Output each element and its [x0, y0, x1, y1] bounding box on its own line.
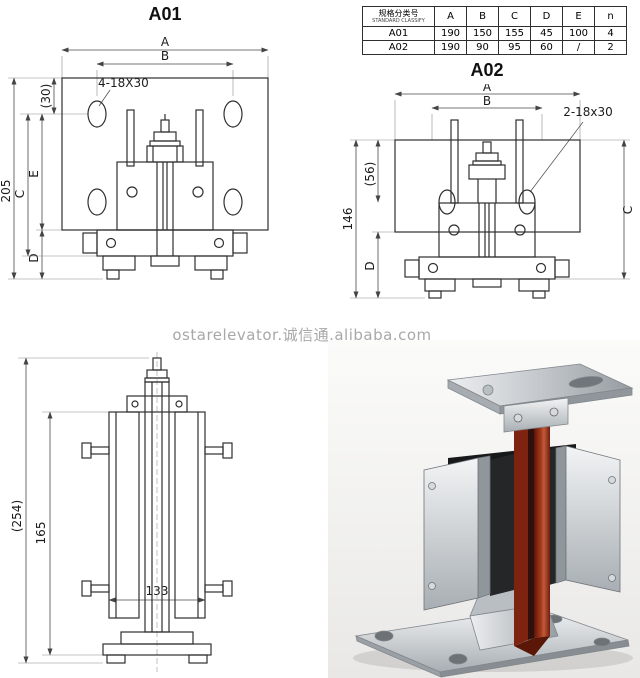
spec-header-en: STANDARD CLASSIFY — [372, 18, 425, 24]
spec-cell: 60 — [530, 40, 563, 55]
svg-text:(56): (56) — [363, 162, 377, 187]
spec-cell: / — [562, 40, 595, 55]
spec-header-C: C — [498, 6, 531, 27]
drawing-a02-title: A02 — [470, 60, 504, 80]
spec-cell: 45 — [530, 26, 563, 41]
spec-row-a02: A02 190 90 95 60 / 2 — [362, 40, 627, 55]
product-photo — [328, 340, 640, 678]
spec-cell: 100 — [562, 26, 595, 41]
svg-text:C: C — [13, 190, 27, 198]
spec-table-header-row: 规格分类号 STANDARD CLASSIFY A B C D E n — [362, 6, 627, 27]
a02-dimensions: A B 2-18x30 (56) 146 D C — [341, 84, 635, 299]
drawing-a01: A B 4-18X30 205 C E D (30) — [0, 35, 269, 280]
a01-dimensions: A B 4-18X30 205 C E D (30) — [0, 35, 269, 280]
a02-part-outline — [394, 119, 581, 299]
drawing-a01-title: A01 — [148, 4, 182, 24]
svg-text:146: 146 — [341, 208, 355, 231]
drawing-side: (254) 165 133 — [10, 352, 233, 672]
drawing-a02: A B 2-18x30 (56) 146 D C — [341, 84, 635, 299]
svg-text:(254): (254) — [10, 500, 24, 532]
spec-cell: 4 — [594, 26, 627, 41]
svg-text:D: D — [27, 253, 41, 262]
spec-header-n: n — [594, 6, 627, 27]
svg-text:165: 165 — [34, 522, 48, 545]
guide-shoe-red-insert — [514, 393, 550, 656]
spec-row-a01: A01 190 150 155 45 100 4 — [362, 26, 627, 41]
spec-header-model: 规格分类号 STANDARD CLASSIFY — [362, 6, 435, 27]
svg-text:C: C — [621, 206, 635, 214]
spec-cell: 95 — [498, 40, 531, 55]
watermark: ostarelevator.诚信通.alibaba.com — [172, 326, 432, 344]
side-part-outline — [81, 357, 233, 664]
spec-cell: 2 — [594, 40, 627, 55]
spec-header-A: A — [434, 6, 467, 27]
spec-header-E: E — [562, 6, 595, 27]
guide-shoe-top-bracket — [446, 363, 634, 433]
spec-cell: A01 — [362, 26, 435, 41]
svg-text:E: E — [27, 170, 41, 178]
svg-text:B: B — [483, 94, 491, 108]
spec-cell: 150 — [466, 26, 499, 41]
svg-text:A: A — [483, 84, 492, 94]
spec-header-B: B — [466, 6, 499, 27]
svg-text:205: 205 — [0, 180, 13, 203]
spec-cell: 190 — [434, 26, 467, 41]
a01-part-outline — [61, 77, 269, 280]
spec-header-cn: 规格分类号 — [378, 9, 419, 18]
svg-text:2-18x30: 2-18x30 — [563, 105, 613, 119]
svg-text:B: B — [161, 49, 169, 63]
spec-header-D: D — [530, 6, 563, 27]
spec-cell: 155 — [498, 26, 531, 41]
spec-table: 规格分类号 STANDARD CLASSIFY A B C D E n A01 … — [362, 6, 627, 55]
spec-cell: A02 — [362, 40, 435, 55]
svg-text:A: A — [161, 35, 170, 49]
spec-cell: 90 — [466, 40, 499, 55]
svg-text:(30): (30) — [39, 84, 53, 109]
svg-text:D: D — [363, 261, 377, 270]
spec-cell: 190 — [434, 40, 467, 55]
svg-text:4-18X30: 4-18X30 — [98, 76, 149, 90]
